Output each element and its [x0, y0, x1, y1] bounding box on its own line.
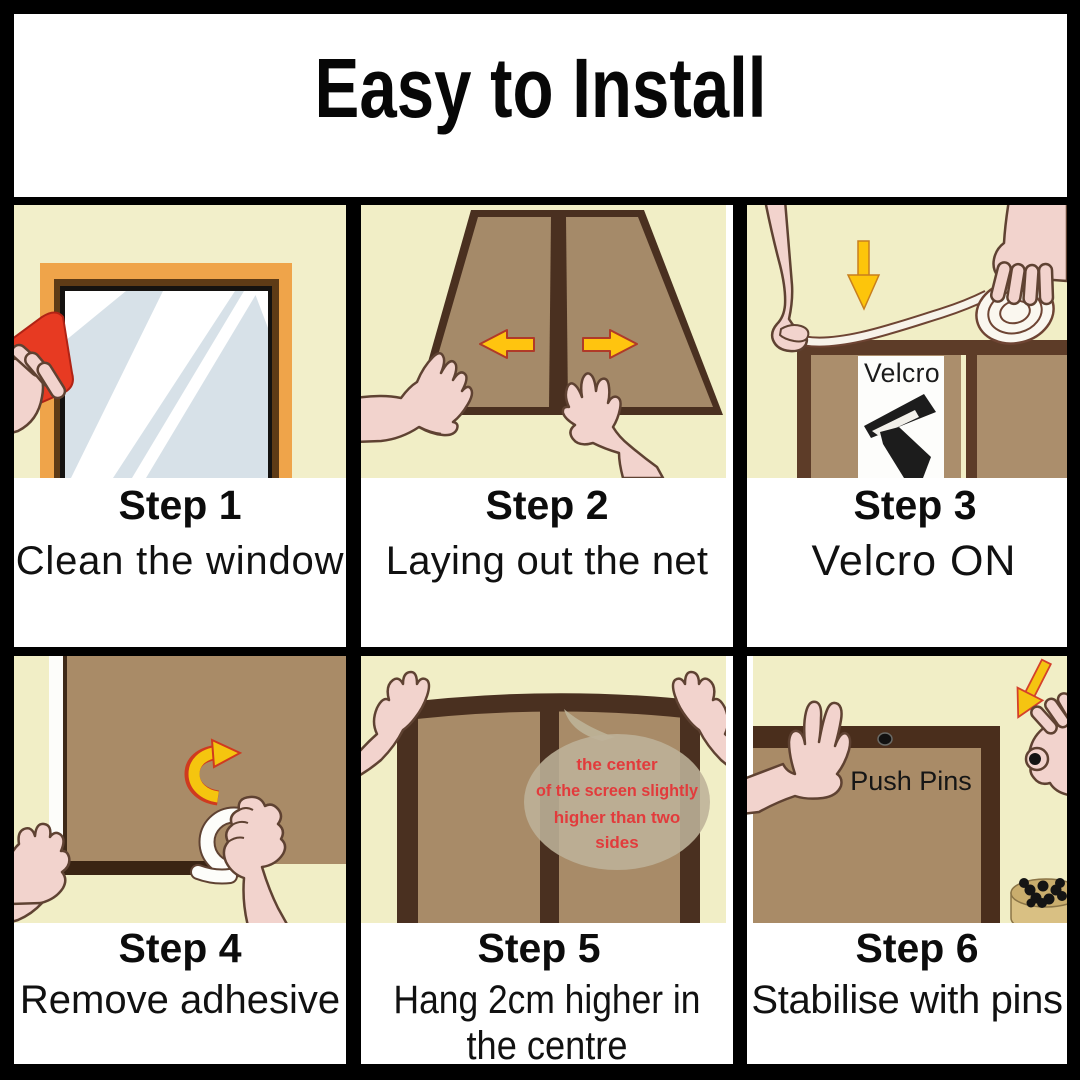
svg-text:of the screen slightly: of the screen slightly: [536, 782, 698, 800]
svg-text:higher than two: higher than two: [554, 808, 681, 827]
svg-text:Velcro: Velcro: [864, 358, 940, 388]
svg-text:sides: sides: [595, 833, 638, 852]
svg-text:Push Pins: Push Pins: [850, 766, 972, 796]
svg-text:the center: the center: [576, 755, 658, 774]
